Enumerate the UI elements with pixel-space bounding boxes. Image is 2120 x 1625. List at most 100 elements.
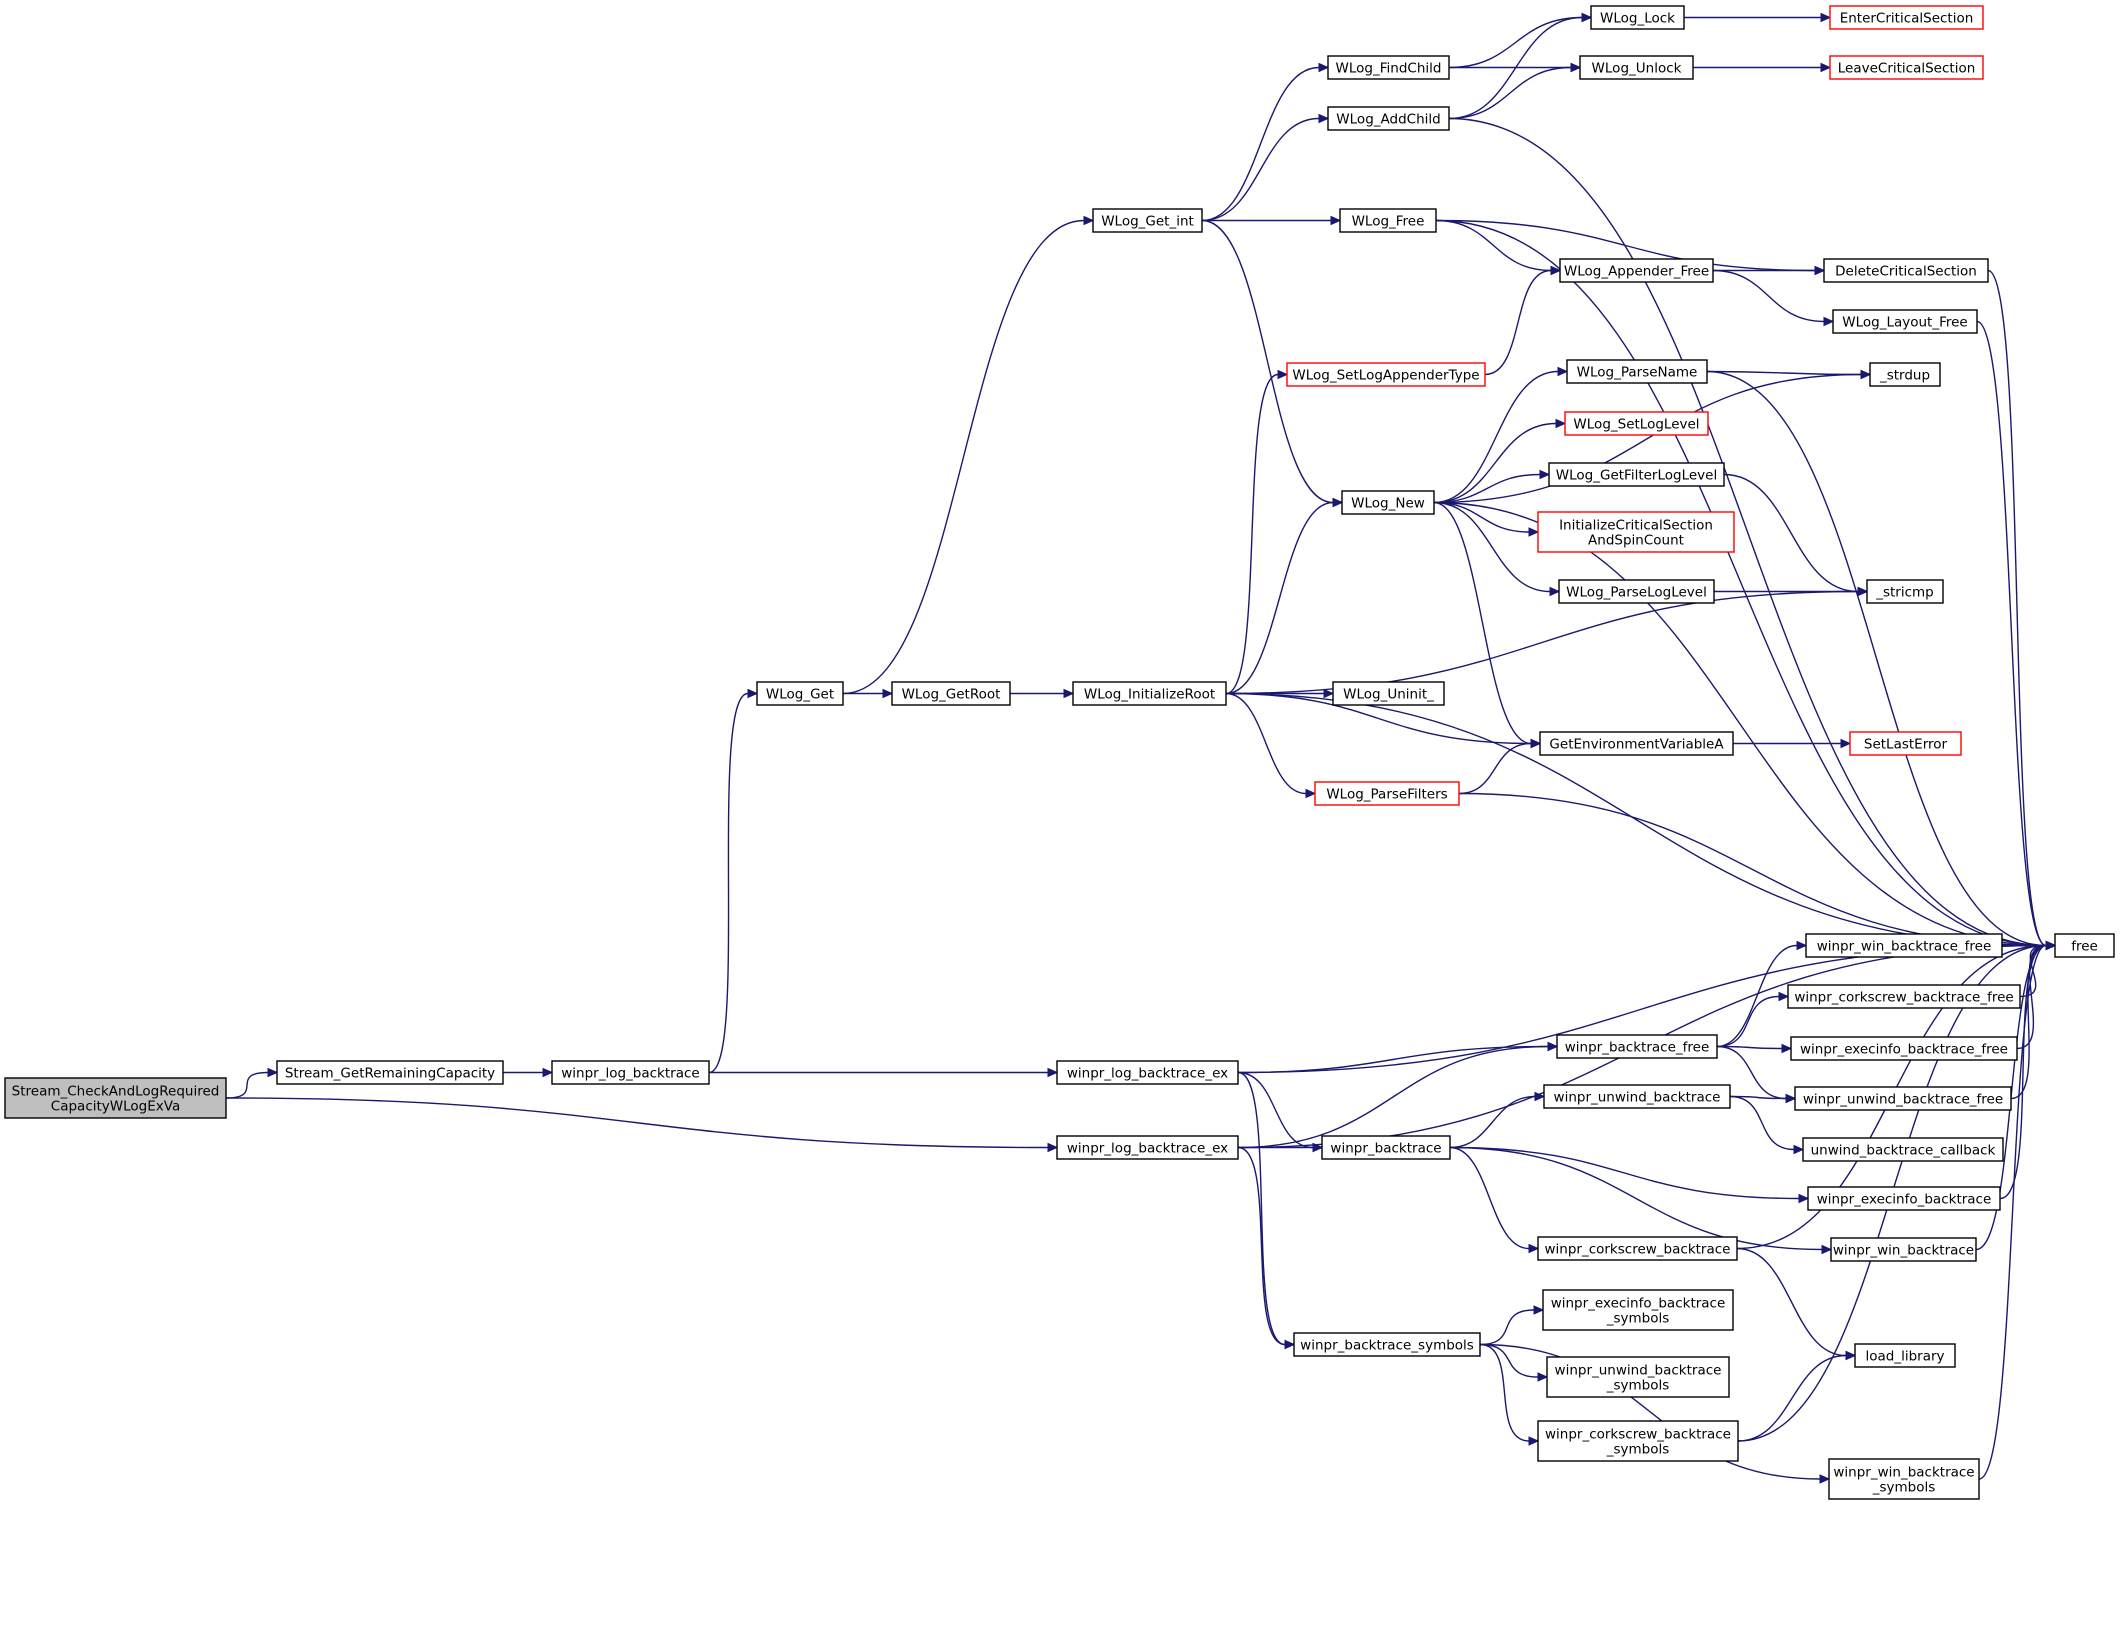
node-wlogget[interactable]: WLog_Get [756, 681, 844, 706]
node-box [1807, 1186, 2001, 1211]
node-unlock[interactable]: WLog_Unlock [1579, 55, 1694, 80]
edge-unwbt-to-unwcb [1729, 1095, 1805, 1155]
node-label: winpr_win_backtrace_free [1817, 939, 1992, 955]
node-box [1559, 258, 1714, 283]
node-label: WLog_ParseName [1577, 365, 1698, 381]
node-logbtex1[interactable]: winpr_log_backtrace_ex [1056, 1060, 1239, 1085]
node-root[interactable]: Stream_CheckAndLogRequiredCapacityWLogEx… [4, 1077, 227, 1119]
edge-layoutfree-to-free [1976, 320, 2057, 951]
node-addchild[interactable]: WLog_AddChild [1327, 106, 1450, 131]
edge-getrem-to-logbt [503, 1067, 554, 1078]
node-label: CapacityWLogExVa [51, 1099, 180, 1115]
edge-parsename-to-strdup [1706, 369, 1872, 380]
node-label: winpr_backtrace_symbols [1300, 1338, 1474, 1354]
node-label: winpr_unwind_backtrace_free [1803, 1092, 2003, 1108]
node-btfree[interactable]: winpr_backtrace_free [1556, 1034, 1718, 1059]
node-uninit[interactable]: WLog_Uninit_ [1332, 681, 1445, 706]
edge-logbt-to-wlogget [708, 688, 759, 1074]
edge-bt-to-corkbt [1449, 1146, 1540, 1254]
node-label: WLog_InitializeRoot [1084, 687, 1215, 703]
node-parsename[interactable]: WLog_ParseName [1566, 359, 1708, 384]
node-loadlib[interactable]: load_library [1854, 1343, 1956, 1368]
node-getfilter[interactable]: WLog_GetFilterLogLevel [1548, 462, 1725, 487]
node-setlasterr[interactable]: SetLastError [1849, 731, 1962, 756]
node-wfree[interactable]: WLog_Free [1339, 208, 1437, 233]
node-label: _stricmp [1875, 585, 1934, 601]
edge-logbtex2-to-btfree [1237, 1041, 1559, 1149]
node-box [1537, 1236, 1738, 1261]
node-box [1321, 1135, 1451, 1160]
node-box [1790, 1036, 2018, 1061]
node-findchild[interactable]: WLog_FindChild [1327, 55, 1450, 80]
node-label: EnterCriticalSection [1840, 11, 1974, 27]
node-label: _symbols [1872, 1480, 1936, 1496]
edge-btsym-to-unwsym [1479, 1343, 1549, 1382]
node-getrem[interactable]: Stream_GetRemainingCapacity [276, 1060, 504, 1085]
node-initroot[interactable]: WLog_InitializeRoot [1072, 681, 1227, 706]
node-winsym[interactable]: winpr_win_backtrace_symbols [1828, 1458, 1980, 1500]
node-logbt[interactable]: winpr_log_backtrace [551, 1060, 710, 1085]
node-layoutfree[interactable]: WLog_Layout_Free [1832, 309, 1978, 334]
node-stricmp[interactable]: _stricmp [1866, 579, 1944, 604]
node-unwcb[interactable]: unwind_backtrace_callback [1802, 1137, 2004, 1162]
node-execbtfree[interactable]: winpr_execinfo_backtrace_free [1790, 1036, 2018, 1061]
node-box [1866, 579, 1944, 604]
node-box [1805, 933, 2003, 958]
node-bt[interactable]: winpr_backtrace [1321, 1135, 1451, 1160]
node-getint[interactable]: WLog_Get_int [1092, 208, 1203, 233]
node-parsefilters[interactable]: WLog_ParseFilters [1314, 781, 1460, 806]
node-corkbtfree[interactable]: winpr_corkscrew_backtrace_free [1787, 984, 2021, 1009]
node-unwsym[interactable]: winpr_unwind_backtrace_symbols [1546, 1356, 1730, 1398]
edge-wlognew-to-parselevel [1433, 501, 1561, 597]
node-label: WLog_ParseFilters [1326, 787, 1447, 803]
edge-execbt-to-free [1999, 940, 2057, 1200]
node-logbtex2[interactable]: winpr_log_backtrace_ex [1056, 1135, 1239, 1160]
edge-btfree-to-execbtfree [1716, 1043, 1793, 1054]
node-free[interactable]: free [2054, 933, 2115, 958]
node-btsym[interactable]: winpr_backtrace_symbols [1293, 1332, 1481, 1357]
node-parselevel[interactable]: WLog_ParseLogLevel [1558, 579, 1715, 604]
node-corkbt[interactable]: winpr_corkscrew_backtrace [1537, 1236, 1738, 1261]
node-unwbtfree[interactable]: winpr_unwind_backtrace_free [1794, 1086, 2012, 1111]
node-lock[interactable]: WLog_Lock [1590, 5, 1685, 30]
node-setlevel[interactable]: WLog_SetLogLevel [1564, 411, 1709, 436]
edge-logbtex1-to-btfree [1237, 1041, 1559, 1074]
edge-wlognew-to-free [1433, 501, 2057, 951]
node-label: LeaveCriticalSection [1838, 61, 1976, 77]
edge-wlognew-to-setlevel [1433, 418, 1567, 504]
node-winbt[interactable]: winpr_win_backtrace [1830, 1237, 1977, 1262]
node-getroot[interactable]: WLog_GetRoot [891, 681, 1011, 706]
node-box [1537, 511, 1735, 553]
node-setapp[interactable]: WLog_SetLogAppenderType [1286, 362, 1486, 387]
node-wlognew[interactable]: WLog_New [1341, 490, 1435, 515]
node-appfree[interactable]: WLog_Appender_Free [1559, 258, 1714, 283]
edge-addchild-to-unlock [1448, 62, 1582, 120]
node-box [1854, 1343, 1956, 1368]
edge-appfree-to-delcs [1712, 265, 1826, 276]
node-winbtfree[interactable]: winpr_win_backtrace_free [1805, 933, 2003, 958]
node-delcs[interactable]: DeleteCriticalSection [1823, 258, 1989, 283]
node-label: _symbols [1606, 1311, 1670, 1327]
node-box [1558, 579, 1715, 604]
node-entercs[interactable]: EnterCriticalSection [1829, 5, 1984, 30]
node-box [1802, 1137, 2004, 1162]
edge-getint-to-wfree [1202, 215, 1342, 226]
edge-btfree-to-corkbtfree [1716, 991, 1790, 1048]
edge-wlogget-to-getroot [843, 688, 894, 699]
node-label: WLog_ParseLogLevel [1566, 585, 1707, 601]
node-getenv[interactable]: GetEnvironmentVariableA [1539, 731, 1734, 756]
edge-initroot-to-wlognew [1225, 497, 1344, 695]
node-box [1579, 55, 1694, 80]
node-unwbt[interactable]: winpr_unwind_backtrace [1543, 1084, 1731, 1109]
edge-bt-to-unwbt [1449, 1091, 1546, 1149]
node-corksym[interactable]: winpr_corkscrew_backtrace_symbols [1537, 1420, 1739, 1462]
node-execsym[interactable]: winpr_execinfo_backtrace_symbols [1542, 1289, 1734, 1331]
node-execbt[interactable]: winpr_execinfo_backtrace [1807, 1186, 2001, 1211]
node-strdup[interactable]: _strdup [1869, 362, 1941, 387]
node-label: WLog_Get [766, 687, 834, 703]
node-label: free [2071, 939, 2098, 955]
edge-btfree-to-winbtfree [1716, 940, 1808, 1048]
node-label: winpr_execinfo_backtrace_free [1800, 1042, 2008, 1058]
node-leavecs[interactable]: LeaveCriticalSection [1829, 55, 1984, 80]
